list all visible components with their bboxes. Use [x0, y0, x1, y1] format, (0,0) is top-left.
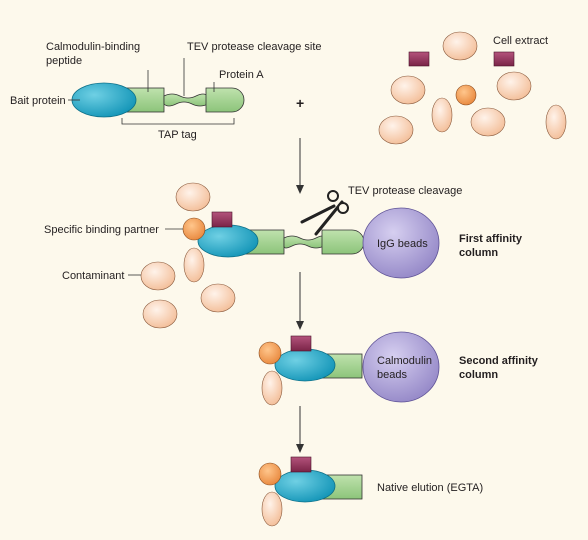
bait-protein-shape [274, 469, 336, 503]
first-column-label-2: column [459, 247, 498, 259]
first-affinity-complex [128, 182, 440, 329]
tev-linker [163, 93, 209, 107]
calmodulin-peptide-label-1: Calmodulin-binding [46, 41, 140, 53]
maroon-partner [290, 335, 312, 352]
calmodulin-beads [362, 331, 440, 403]
second-column-label-2: column [459, 369, 498, 381]
calmodulin-peptide-label-2: peptide [46, 55, 82, 67]
contaminant [261, 370, 283, 406]
contaminant [496, 71, 532, 101]
calmodulin-beads-label-2: beads [377, 369, 407, 381]
second-affinity-complex [258, 331, 440, 406]
binding-partner [455, 84, 477, 106]
specific-partner-label: Specific binding partner [44, 224, 159, 236]
contaminant [200, 283, 236, 313]
tev-site-label: TEV protease cleavage site [187, 41, 322, 53]
cell-extract-group [378, 31, 567, 145]
binding-partner [182, 217, 206, 241]
calmodulin-beads-label-1: Calmodulin [377, 355, 432, 367]
tap-tagged-bait [68, 58, 245, 125]
protein-a-block [205, 87, 245, 113]
bait-protein-shape [274, 348, 336, 382]
plus-sign: + [296, 95, 304, 111]
tev-cleavage-label: TEV protease cleavage [348, 185, 462, 197]
igg-beads [362, 207, 440, 279]
arrow-1 [296, 138, 304, 194]
contaminant [442, 31, 478, 61]
contaminant [142, 299, 178, 329]
contaminant [431, 97, 453, 133]
contaminant [545, 104, 567, 140]
maroon-partner [493, 51, 515, 67]
arrow-2 [296, 272, 304, 330]
bait-protein-shape [71, 82, 137, 118]
bait-protein-shape [197, 224, 259, 258]
contaminant [140, 261, 176, 291]
first-column-label-1: First affinity [459, 233, 523, 245]
binding-partner [258, 341, 282, 365]
contaminant [470, 107, 506, 137]
contaminant [378, 115, 414, 145]
protein-a-label: Protein A [219, 69, 264, 81]
arrow-3 [296, 406, 304, 453]
contaminant [175, 182, 211, 212]
igg-beads-label: IgG beads [377, 238, 428, 250]
second-column-label-1: Second affinity [459, 355, 539, 367]
maroon-partner [211, 211, 233, 228]
protein-a-block [321, 229, 365, 255]
contaminant [183, 247, 205, 283]
contaminant [261, 491, 283, 527]
tev-linker [283, 235, 325, 249]
cell-extract-label: Cell extract [493, 35, 548, 47]
maroon-partner [408, 51, 430, 67]
maroon-partner [290, 456, 312, 473]
native-elution-label: Native elution (EGTA) [377, 482, 483, 494]
scissors-icon [300, 190, 349, 236]
contaminant [390, 75, 426, 105]
eluted-complex [258, 456, 363, 527]
binding-partner [258, 462, 282, 486]
tap-tag-label: TAP tag [158, 129, 197, 141]
bait-protein-label: Bait protein [10, 95, 66, 107]
contaminant-label: Contaminant [62, 270, 124, 282]
